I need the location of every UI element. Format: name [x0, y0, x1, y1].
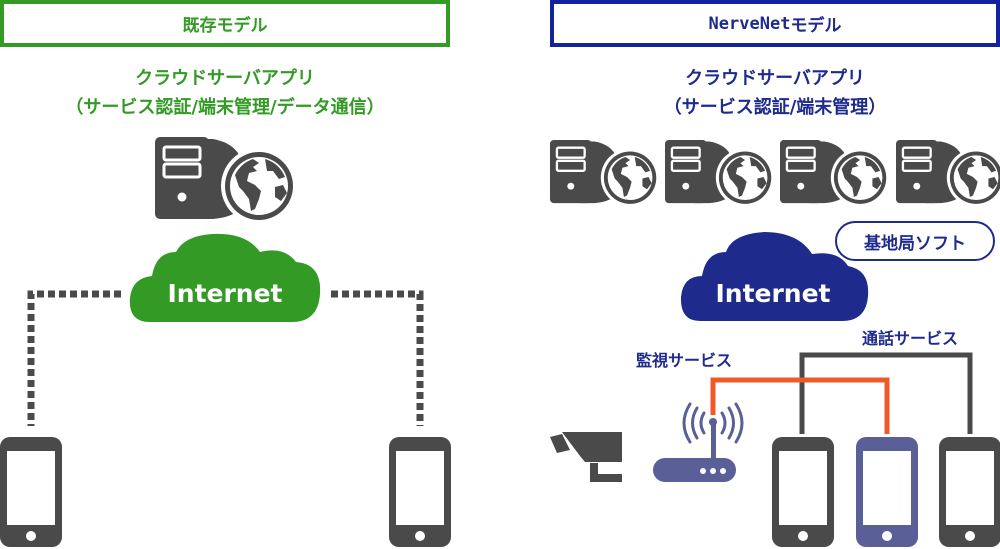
nervenet-cloud-server-icon-4 — [894, 138, 1000, 209]
nervenet-internet-label: Internet — [715, 279, 830, 308]
call-service-label: 通話サービス — [862, 329, 959, 348]
nervenet-smartphone-3 — [939, 437, 1000, 547]
legacy-caption-line1: クラウドサーバアプリ — [135, 68, 315, 89]
legacy-dotted-connection-right — [331, 290, 424, 426]
legacy-caption-line2: （サービス認証/端末管理/データ通信） — [65, 97, 385, 118]
nervenet-caption-line2: （サービス認証/端末管理） — [663, 97, 887, 118]
wifi-router-icon — [653, 402, 744, 482]
nervenet-title-jp: モデル — [790, 16, 842, 36]
legacy-model-title-text: 既存モデル — [182, 16, 268, 36]
base-station-software-badge: 基地局ソフト — [835, 221, 995, 261]
legacy-model-title: 既存モデル — [0, 0, 450, 47]
legacy-smartphone-left — [0, 437, 62, 547]
monitoring-service-line — [710, 377, 890, 434]
nervenet-smartphone-1 — [772, 437, 834, 547]
nervenet-caption-line1: クラウドサーバアプリ — [685, 68, 865, 89]
call-service-line — [799, 352, 973, 434]
nervenet-cloud-server-icon-2 — [663, 138, 776, 209]
nervenet-cloud-app-caption: クラウドサーバアプリ （サービス認証/端末管理） — [550, 64, 1000, 122]
monitoring-service-label: 監視サービス — [636, 351, 733, 370]
legacy-smartphone-right — [389, 437, 451, 547]
nervenet-title-latin: NerveNet — [708, 13, 791, 34]
nervenet-smartphone-highlighted — [856, 437, 918, 547]
legacy-internet-label: Internet — [167, 279, 282, 308]
legacy-cloud-app-caption: クラウドサーバアプリ （サービス認証/端末管理/データ通信） — [0, 64, 450, 122]
legacy-cloud-server-icon — [153, 135, 299, 226]
base-station-software-label: 基地局ソフト — [864, 233, 966, 254]
nervenet-cloud-server-icon-1 — [548, 138, 661, 209]
legacy-internet-cloud: Internet — [129, 233, 321, 322]
nervenet-internet-cloud: Internet — [680, 232, 869, 321]
nervenet-cloud-server-icon-3 — [778, 138, 891, 209]
security-camera-icon — [550, 432, 622, 482]
legacy-dotted-connection-left — [27, 290, 121, 426]
